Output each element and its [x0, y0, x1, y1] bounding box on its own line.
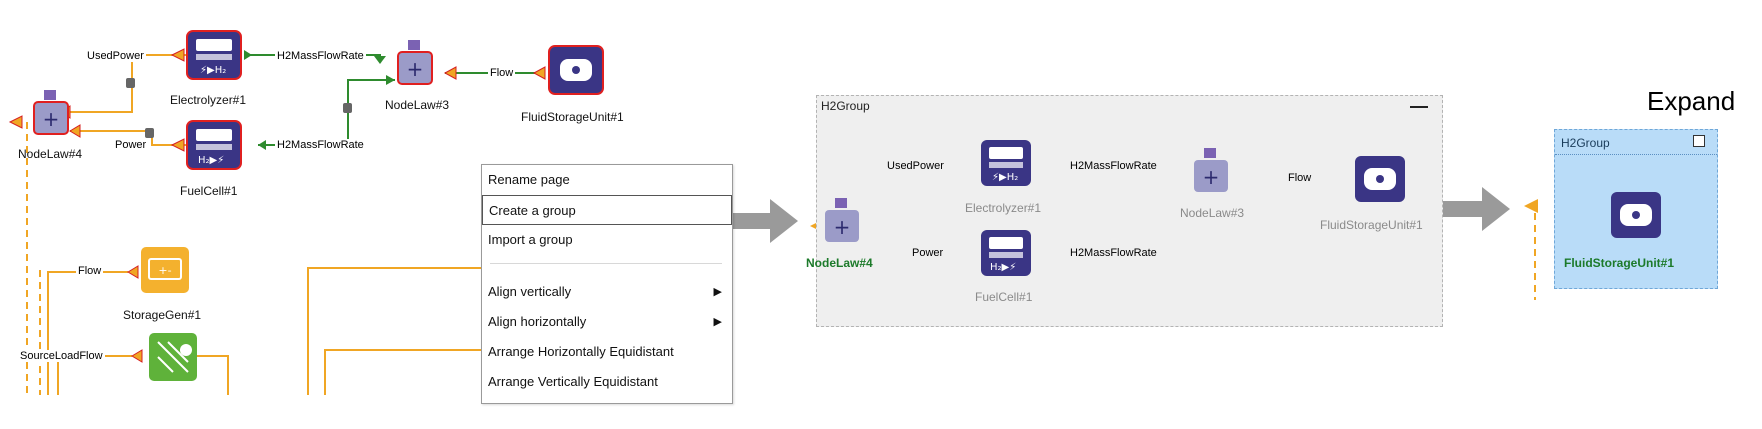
gp-electrolyzer-icon[interactable]: ⚡▶H₂ [980, 139, 1032, 187]
gp-nodelaw4-icon[interactable]: + [823, 198, 863, 246]
electrolyzer-label: Electrolyzer#1 [170, 93, 247, 107]
port-source-load-flow: SourceLoadFlow [18, 350, 105, 362]
wire-usedpower[interactable] [60, 54, 186, 113]
gp-port-power: Power [912, 247, 944, 259]
gp-fluid-storage-icon[interactable] [1354, 155, 1406, 203]
gp-fluid-storage-label: FluidStorageUnit#1 [1320, 218, 1423, 232]
svg-text:H₂▶⚡: H₂▶⚡ [198, 155, 224, 166]
collapsed-group-title: H2Group [1561, 136, 1610, 150]
gp-nodelaw4-label: NodeLaw#4 [806, 256, 873, 270]
step-arrow-2 [1442, 187, 1510, 231]
gp-port-h2-bottom: H2MassFlowRate [1070, 247, 1157, 259]
gp-electrolyzer-label: Electrolyzer#1 [965, 201, 1042, 215]
submenu-arrow-icon: ▶ [713, 286, 722, 298]
menu-arrange-vertically[interactable]: Arrange Vertically Equidistant [488, 374, 658, 389]
nodelaw3-icon[interactable]: + [396, 38, 436, 88]
svg-text:+-: +- [158, 264, 171, 277]
gp-nodelaw3-icon[interactable]: + [1192, 148, 1232, 196]
menu-align-horizontally[interactable]: Align horizontally▶ [482, 307, 732, 337]
storage-gen-icon[interactable]: +- [140, 246, 190, 294]
svg-text:+: + [834, 215, 851, 239]
port-h2-top: H2MassFlowRate [275, 50, 366, 62]
gp-fuelcell-label: FuelCell#1 [975, 290, 1033, 304]
submenu-arrow-icon: ▶ [713, 316, 722, 328]
fuelcell-icon[interactable]: H₂▶⚡ [186, 120, 242, 170]
source-load-icon[interactable] [148, 332, 198, 382]
svg-text:⚡▶H₂: ⚡▶H₂ [992, 172, 1018, 183]
menu-arrange-horizontally[interactable]: Arrange Horizontally Equidistant [488, 344, 674, 359]
port-h2-bottom: H2MassFlowRate [275, 139, 366, 151]
svg-text:⚡▶H₂: ⚡▶H₂ [200, 65, 226, 76]
gp-fuelcell-icon[interactable]: H₂▶⚡ [980, 229, 1032, 277]
svg-text:+: + [1203, 165, 1220, 189]
fuelcell-label: FuelCell#1 [180, 184, 238, 198]
svg-text:+: + [43, 107, 60, 131]
port-flow-storage: Flow [76, 265, 104, 277]
menu-rename-page[interactable]: Rename page [488, 172, 570, 187]
cg-fluid-storage-icon[interactable] [1610, 191, 1662, 239]
storage-gen-label: StorageGen#1 [123, 308, 202, 322]
menu-align-vertically[interactable]: Align vertically▶ [482, 277, 732, 307]
svg-text:+: + [407, 57, 424, 81]
menu-separator [490, 263, 722, 264]
step-arrow-1 [730, 199, 798, 243]
menu-create-group[interactable]: Create a group [482, 195, 732, 225]
gp-port-flow: Flow [1288, 172, 1312, 184]
electrolyzer-icon[interactable]: ⚡▶H₂ [186, 30, 242, 80]
left-arrowheads [8, 48, 546, 363]
nodelaw4-label: NodeLaw#4 [18, 147, 83, 161]
svg-text:H₂▶⚡: H₂▶⚡ [990, 262, 1016, 273]
group-panel[interactable]: H2Group [816, 95, 1443, 327]
left-wires [26, 54, 540, 395]
port-flow-top: Flow [488, 67, 516, 79]
collapsed-divider [1555, 154, 1717, 155]
gp-nodelaw3-label: NodeLaw#3 [1180, 206, 1245, 220]
expand-caption: Expand [1647, 86, 1736, 116]
square-icon[interactable] [1693, 135, 1705, 147]
nodelaw3-label: NodeLaw#3 [385, 98, 450, 112]
gp-port-used-power: UsedPower [887, 160, 944, 172]
wire-h2-bottom[interactable] [258, 79, 395, 146]
context-menu: Rename page Create a group Import a grou… [481, 164, 733, 404]
group-title: H2Group [821, 99, 870, 113]
port-power: Power [113, 139, 149, 151]
cg-fluid-storage-label: FluidStorageUnit#1 [1564, 256, 1675, 270]
gp-port-h2-top: H2MassFlowRate [1070, 160, 1157, 172]
nodelaw4-icon[interactable]: + [32, 90, 72, 140]
fluid-storage-label: FluidStorageUnit#1 [521, 110, 624, 124]
minus-icon[interactable] [1410, 106, 1428, 108]
fluid-storage-icon[interactable] [548, 45, 604, 95]
port-used-power: UsedPower [85, 50, 146, 62]
menu-import-group[interactable]: Import a group [488, 232, 573, 247]
